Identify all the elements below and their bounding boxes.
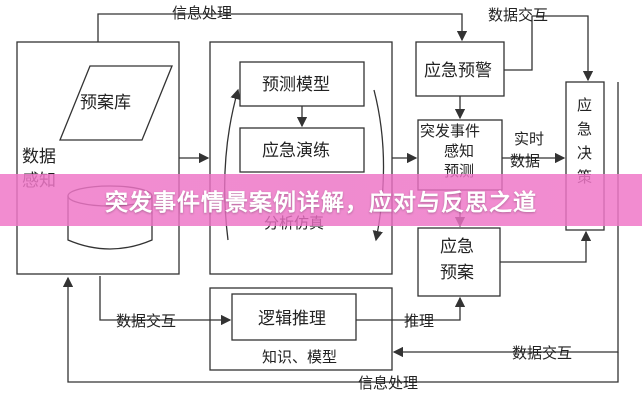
- prediction-model-label: 预测模型: [262, 75, 330, 95]
- event-perception-label-2: 感知: [444, 142, 474, 160]
- realtime-data-label-1: 实时: [514, 130, 544, 148]
- emergency-drill-label: 应急演练: [262, 141, 330, 161]
- scenario-library-shape: [59, 65, 173, 141]
- reasoning-label: 推理: [404, 312, 434, 330]
- emergency-plan-label-1: 应急: [440, 237, 474, 257]
- database-cylinder: [67, 196, 153, 250]
- left-data-interaction-label: 数据交互: [116, 312, 176, 330]
- bottom-info-processing-label: 信息处理: [358, 374, 418, 392]
- emergency-decision-label-1: 应: [577, 96, 592, 114]
- banner-title: 突发事件情景案例详解，应对与反思之道: [105, 190, 537, 216]
- emergency-drill-box: [239, 127, 365, 173]
- emergency-decision-label-2: 急: [577, 120, 592, 138]
- top-info-processing-label: 信息处理: [172, 4, 232, 22]
- emergency-decision-box: [565, 81, 605, 231]
- logical-reasoning-label: 逻辑推理: [258, 309, 326, 329]
- top-data-interaction-label: 数据交互: [488, 6, 548, 24]
- knowledge-model-box: [209, 287, 393, 371]
- emergency-decision-label-3: 决: [577, 144, 592, 162]
- emergency-plan-label-2: 预案: [440, 263, 474, 283]
- realtime-data-label-2: 数据: [510, 152, 540, 170]
- event-perception-label-1: 突发事件: [420, 122, 480, 140]
- scenario-library-label: 预案库: [80, 93, 131, 113]
- right-data-interaction-label: 数据交互: [512, 344, 572, 362]
- logical-reasoning-box: [231, 293, 357, 341]
- data-perception-label-1: 数据: [22, 147, 56, 167]
- title-banner: 突发事件情景案例详解，应对与反思之道: [0, 174, 642, 226]
- emergency-warning-label: 应急预警: [424, 61, 492, 81]
- knowledge-model-label: 知识、模型: [262, 348, 337, 366]
